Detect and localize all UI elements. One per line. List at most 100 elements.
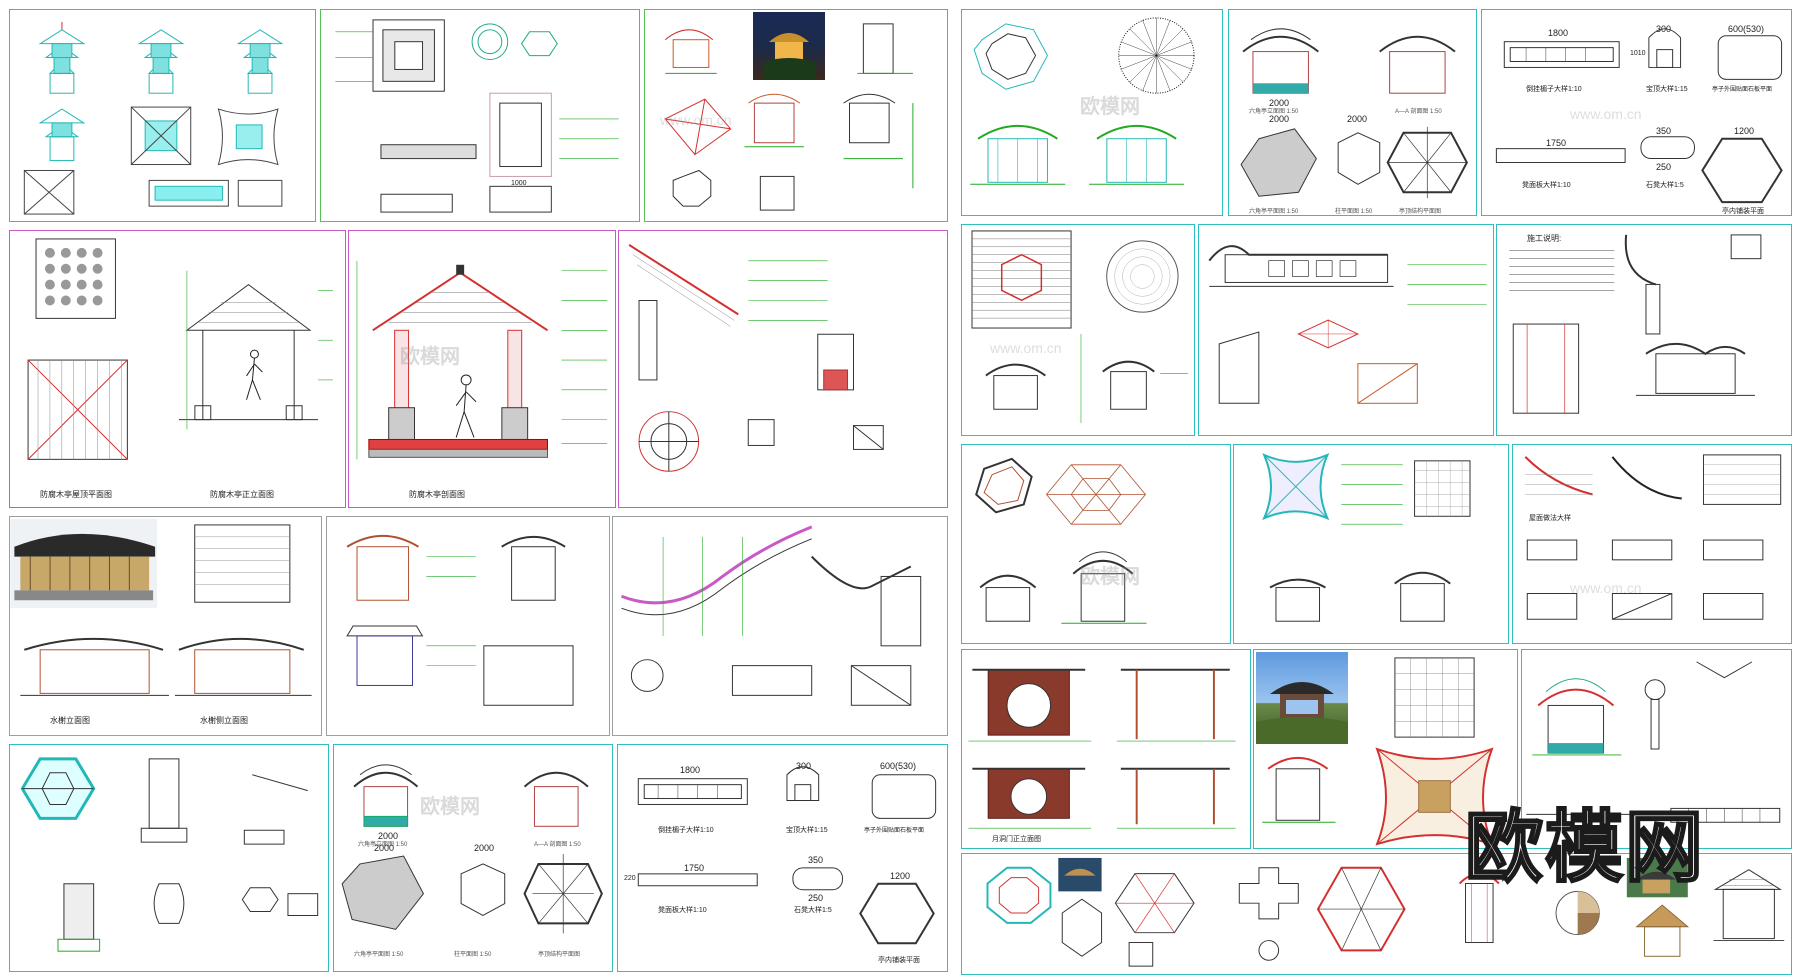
roof-plan-label-left: 亭顶结构平面图 <box>538 952 581 958</box>
drawing-sheet-wood-pavilion-plan[interactable]: 防腐木亭正立面图 防腐木亭屋顶平面图 <box>9 230 346 508</box>
aa-section-label-left: A—A 剖面图 1:50 <box>534 842 581 848</box>
roof-detail-label: 屋面做法大样 <box>1529 515 1571 522</box>
stone-detail-label-left: 石凳大样1:5 <box>794 907 832 914</box>
corridor-drawing <box>10 518 312 696</box>
col-plan-label-right: 柱平面图 1:50 <box>1335 209 1373 215</box>
dim-600-left: 600(530) <box>880 761 917 771</box>
pagoda-elevations-drawing <box>23 21 284 215</box>
seat-detail-label-left: 宝顶大样1:15 <box>786 827 828 834</box>
dim-250-right: 250 <box>1656 162 1672 172</box>
bench-plan-label-left: 亭子外围贴面石板平面 <box>864 828 925 834</box>
drawing-sheet-corridor-elevation[interactable] <box>1198 224 1494 436</box>
drawing-sheet-corridor[interactable]: 水榭立面图 水榭侧立面图 <box>9 516 322 736</box>
aa-section-label-right: A—A 剖面图 1:50 <box>1395 109 1442 115</box>
dim-1750-right: 1750 <box>1546 138 1567 148</box>
wood-pavilion-section-drawing <box>356 260 608 460</box>
corridor-elevation-drawing <box>1208 245 1487 404</box>
drawing-sheet-wood-pavilion-section[interactable]: 防腐木亭剖面图 <box>348 230 616 508</box>
person-figure-icon <box>455 374 477 438</box>
drawing-sheet-eave-details[interactable] <box>618 230 948 508</box>
hex-pavilion-left-drawing <box>341 764 603 934</box>
drawing-sheet-gate-elevations[interactable] <box>326 516 610 736</box>
pavilion-photo <box>1256 652 1348 744</box>
square-pavilion-plan-drawing <box>335 19 619 213</box>
drawing-sheet-hatched-plan[interactable] <box>961 224 1195 436</box>
dim-1750-left: 1750 <box>684 863 705 873</box>
dim-2000-plan: 2000 <box>374 843 395 853</box>
dim-300-left: 300 <box>796 761 812 771</box>
watermark-cn-2: 欧模网 <box>1080 96 1140 118</box>
notes-title: 施工说明: <box>1527 234 1562 243</box>
drawing-sheet-rail-details-right[interactable]: 1800 300 600(530) 1750 350 250 1200 1010… <box>1481 9 1792 216</box>
drawing-sheet-hex-pavilion-left[interactable]: 2000 2000 2000 六角亭立面图 1:50 A—A 剖面图 1:50 … <box>333 744 613 972</box>
dim-2000-left: 2000 <box>378 831 399 841</box>
seat-detail-label-right: 宝顶大样1:15 <box>1646 86 1688 93</box>
wood-pavilion-plan-drawing <box>27 238 333 460</box>
drawing-sheet-pavilion-photo[interactable] <box>644 9 948 222</box>
dim-1200-right: 1200 <box>1734 126 1755 136</box>
drawing-sheet-pavilion-square-roof[interactable] <box>1253 649 1518 849</box>
drawing-sheet-notes[interactable]: 施工说明: <box>1496 224 1792 436</box>
night-pavilion-photo <box>753 12 825 80</box>
dim-2000-col: 2000 <box>474 843 495 853</box>
dim-1800-left: 1800 <box>680 765 701 775</box>
drawing-sheet-hex-roof-structure[interactable] <box>961 444 1231 644</box>
drawing-sheet-roof-details[interactable]: 屋面做法大样 <box>1512 444 1792 644</box>
stone-detail-label-right: 石凳大样1:5 <box>1646 182 1684 189</box>
plank-detail-label-right: 凳面板大样1:10 <box>1522 182 1571 189</box>
dim-1000: 1000 <box>511 180 527 187</box>
bottom-strip-drawing <box>986 857 1785 967</box>
hex-base-details-drawing <box>20 757 319 952</box>
rail-detail-label-left: 倒挂楣子大样1:10 <box>658 827 714 834</box>
moon-gate-drawing <box>968 668 1236 829</box>
pavilion-elevation-rail-drawing <box>1526 661 1781 823</box>
hex-elev-label-left: 六角亭立面图 1:50 <box>358 842 408 848</box>
dim-1200-left: 1200 <box>890 871 911 881</box>
drawing-sheet-moon-gate[interactable]: 月洞门正立面图 <box>961 649 1251 849</box>
person-figure-icon <box>246 349 263 400</box>
rail-details-left-drawing <box>637 766 937 945</box>
dim-1010-right: 1010 <box>1630 50 1646 57</box>
gate-label: 月洞门正立面图 <box>992 836 1041 843</box>
hex-plan-label-right: 六角亭平面图 1:50 <box>1249 209 1299 215</box>
drawing-sheet-hex-base-details[interactable] <box>9 744 329 972</box>
drawing-sheet-rail-details-left[interactable]: 1800 300 600(530) 1750 350 250 1200 220 … <box>617 744 948 972</box>
rail-detail-label-right: 倒挂楣子大样1:10 <box>1526 86 1582 93</box>
dim-600-right: 600(530) <box>1728 24 1765 34</box>
drawing-sheet-pagoda-elevations[interactable] <box>9 9 316 222</box>
rail-details-right-drawing <box>1495 28 1783 204</box>
drawing-sheet-pavilion-elevation-rail[interactable] <box>1521 649 1792 849</box>
watermark-cn-1: 欧模网 <box>420 796 480 818</box>
brand-logo: 欧模网 <box>1464 802 1705 895</box>
hex-elev-label-right: 六角亭立面图 1:50 <box>1249 109 1299 115</box>
dim-250-left: 250 <box>808 893 824 903</box>
gate-elevations-drawing <box>346 534 574 706</box>
drawing-sheet-hex-pavilion-right[interactable]: 2000 2000 2000 六角亭立面图 1:50 A—A 剖面图 1:50 … <box>1228 9 1477 216</box>
dim-350-left: 350 <box>808 855 824 865</box>
square-roof-drawing <box>1262 657 1494 846</box>
corridor-elev-label: 水榭立面图 <box>50 716 90 725</box>
pavilion-photo-sheet-drawing <box>664 23 914 211</box>
drawing-sheet-square-pavilion-plan[interactable]: 1000 <box>320 9 640 222</box>
roof-details-drawing <box>1524 454 1782 620</box>
dim-300-right: 300 <box>1656 24 1672 34</box>
drawing-sheet-ridge-details[interactable] <box>612 516 948 736</box>
inner-plan-label-right: 亭内铺装平面 <box>1722 208 1764 215</box>
watermark-url-2: www.om.cn <box>1570 106 1642 122</box>
watermark-url-4: www.om.cn <box>990 340 1062 356</box>
square-pavilion-right-drawing <box>1262 452 1471 622</box>
dim-350-right: 350 <box>1656 126 1672 136</box>
pavilion-elev-label: 防腐木亭正立面图 <box>210 490 274 499</box>
dim-1800-right: 1800 <box>1548 28 1569 38</box>
watermark-cn-3: 欧模网 <box>400 346 460 368</box>
drawing-sheet-bottom-strip[interactable] <box>961 853 1792 975</box>
drawing-sheet-hex-radial[interactable] <box>961 9 1223 216</box>
hex-roof-structure-drawing <box>975 457 1147 624</box>
drawing-sheet-square-pavilion-right[interactable] <box>1233 444 1509 644</box>
dim-220-left: 220 <box>624 875 636 882</box>
col-plan-label-left: 柱平面图 1:50 <box>454 952 492 958</box>
watermark-url-3: www.om.cn <box>1570 580 1642 596</box>
roof-plan-label: 防腐木亭屋顶平面图 <box>40 490 112 499</box>
hex-pavilion-right-drawing <box>1240 28 1469 199</box>
hex-radial-drawing <box>970 17 1195 185</box>
